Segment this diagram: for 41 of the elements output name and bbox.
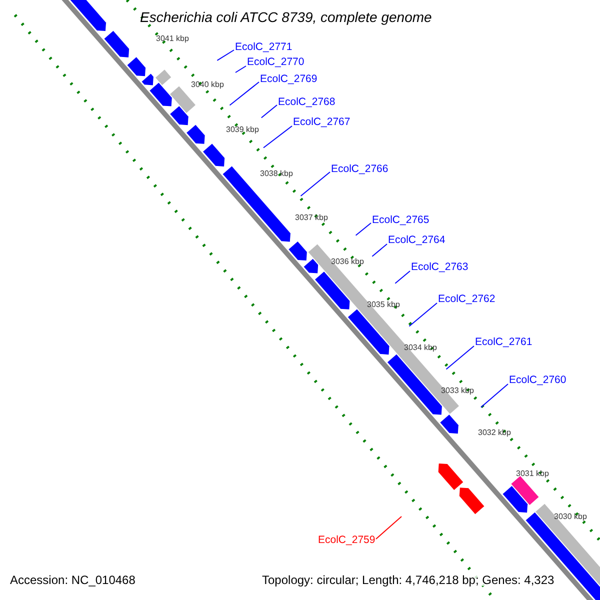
title: Escherichia coli ATCC 8739, complete genome — [140, 10, 432, 24]
gene-label: EcolC_2765 — [372, 215, 430, 226]
leader-line — [260, 104, 278, 118]
scale-label: 3039 kbp — [226, 126, 259, 134]
gene-label: EcolC_2767 — [293, 117, 350, 128]
scale-label: 3037 kbp — [295, 214, 328, 222]
scale-label: 3041 kbp — [156, 35, 189, 43]
gene-label: EcolC_2762 — [438, 294, 496, 304]
leader-line — [408, 302, 438, 327]
info-text: Topology: circular; Length: 4,746,218 bp; Genes: 4,323 — [262, 574, 554, 586]
gene-label: EcolC_2770 — [247, 57, 304, 68]
leader-line — [394, 270, 410, 284]
leader-line — [263, 126, 292, 148]
scale-label: 3032 kbp — [478, 429, 511, 437]
info-text: Accession: NC_010468 — [10, 574, 136, 586]
leader-line — [446, 346, 474, 370]
leader-line — [480, 384, 508, 408]
leader-line — [355, 222, 372, 236]
scale-label: 3031 kbp — [516, 470, 549, 478]
gene-label: EcolC_2764 — [388, 235, 446, 246]
scale-label: 3033 kbp — [441, 387, 474, 395]
scale-label: 3034 kbp — [404, 344, 437, 352]
leader-line — [300, 172, 330, 196]
gene-label: EcolC_2766 — [331, 164, 388, 174]
gene-label: EcolC_2760 — [509, 375, 566, 386]
gene-label: EcolC_2759 — [318, 535, 376, 546]
gene-label: EcolC_2761 — [475, 337, 532, 348]
scale-label: 3040 kbp — [191, 81, 224, 89]
scale-label: 3036 kbp — [331, 258, 364, 266]
scale-label: 3035 kbp — [367, 301, 400, 309]
scale-label: 3030 kbp — [554, 513, 587, 521]
gene-label: EcolC_2768 — [278, 97, 336, 108]
scale-label: 3038 kbp — [260, 170, 293, 178]
gene-label: EcolC_2771 — [235, 42, 292, 52]
gene-label: EcolC_2763 — [411, 262, 468, 272]
leader-line — [376, 516, 402, 540]
leader-line — [235, 66, 246, 73]
leader-line — [229, 82, 260, 106]
gene-label: EcolC_2769 — [260, 74, 318, 84]
leader-line — [216, 50, 234, 61]
leader-line — [372, 244, 388, 257]
